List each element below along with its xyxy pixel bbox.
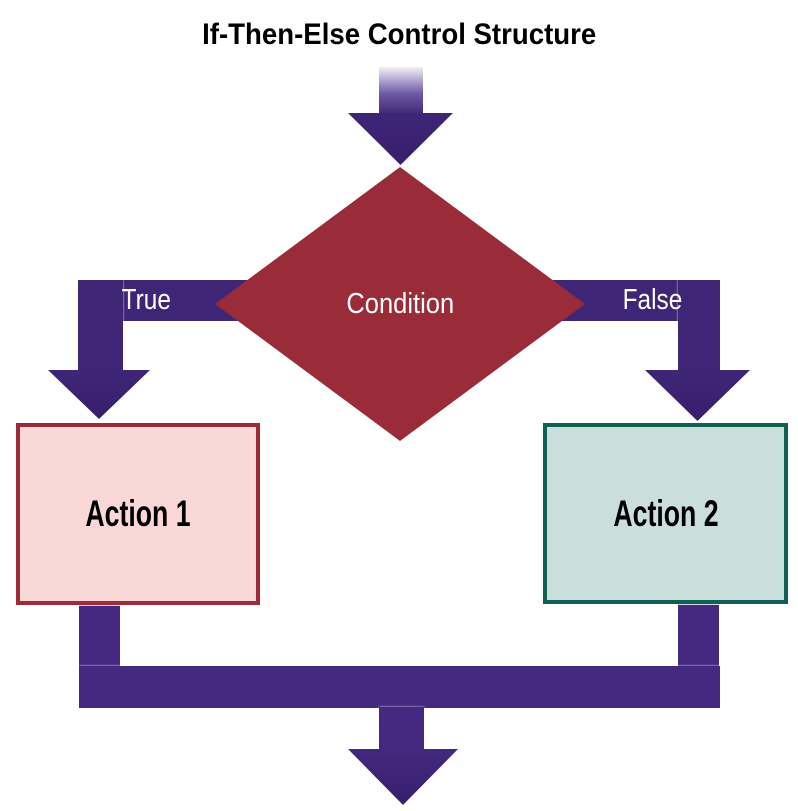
condition-label: Condition [346,287,454,320]
start-arrow-head-icon [348,113,453,165]
merge-bar [79,666,720,708]
false-branch-arrowhead-icon [645,370,750,421]
false-branch-connector [678,280,720,372]
true-branch-connector [78,280,123,372]
action2-label: Action 2 [612,492,719,534]
true-branch-label: True [78,280,215,321]
diagram-title: If-Then-Else Control Structure [0,18,798,52]
false-branch-label-text: False [622,284,683,316]
exit-arrow-head-icon [348,749,458,805]
true-branch-label-text: True [121,284,172,316]
diagram-title-text: If-Then-Else Control Structure [201,18,597,51]
exit-arrow-stem [379,707,424,751]
action1-label: Action 1 [85,493,191,534]
action1-box: Action 1 [16,423,260,605]
false-branch-label: False [585,280,720,321]
condition-diamond: Condition [215,167,585,441]
start-arrow-stem [379,67,423,115]
action2-box: Action 2 [543,423,788,604]
true-branch-arrowhead-icon [48,370,150,419]
